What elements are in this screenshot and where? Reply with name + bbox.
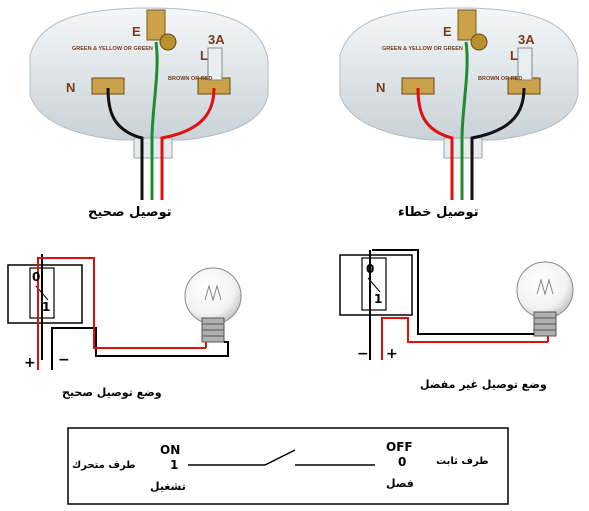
plug-right-fuse-rating: 3A (518, 32, 535, 47)
switch-schematic-frame (67, 427, 509, 505)
plug-left-neutral-label: N (66, 80, 75, 95)
switch-off-word: فصل (386, 477, 414, 490)
fuse-right (517, 47, 533, 81)
switch-right-off-mark: 0 (366, 262, 375, 276)
plug-left-brown-text: BROWN OR RED (168, 76, 212, 82)
switch-on-word: تشغيل (150, 480, 186, 493)
fixed-terminal-label: طرف ثابت (436, 456, 489, 467)
terminal-left-plus: + (24, 355, 36, 371)
switch-on-value: 1 (170, 458, 179, 472)
circuit-left (7, 254, 242, 370)
plug-right-green-text: GREEN & YELLOW OR GREEN (382, 46, 463, 52)
switch-left-on-mark: 1 (42, 300, 51, 314)
plug-left-earth-label: E (132, 24, 141, 39)
bulb-left (184, 267, 242, 325)
plug-right-live-label: L (510, 48, 518, 63)
earth-pin-left (146, 9, 166, 41)
plug-left (29, 7, 269, 200)
plug-left-fuse-rating: 3A (208, 32, 225, 47)
plug-left-green-text: GREEN & YELLOW OR GREEN (72, 46, 153, 52)
plug-right-earth-label: E (443, 24, 452, 39)
plug-left-live-label: L (200, 48, 208, 63)
earth-pin-right (457, 9, 477, 41)
circuit-right (339, 249, 574, 360)
fuse-left (207, 47, 223, 81)
circuit-left-caption: وضع توصيل صحيح (62, 386, 162, 399)
plug-left-caption: توصيل صحيح (88, 205, 172, 220)
switch-off-value: 0 (398, 455, 407, 469)
plug-right-caption: توصيل خطاء (398, 205, 479, 220)
switch-off-label: OFF (386, 440, 413, 454)
switch-right-on-mark: 1 (374, 292, 383, 306)
moving-terminal-label: طرف متحرك (72, 460, 136, 471)
switch-on-label: ON (160, 443, 181, 457)
circuit-right-caption: وضع توصيل غير مفضل (420, 378, 547, 391)
plug-right (339, 7, 579, 200)
switch-schematic (67, 427, 509, 505)
bulb-right (516, 261, 574, 319)
plug-right-neutral-label: N (376, 80, 385, 95)
plug-right-brown-text: BROWN OR RED (478, 76, 522, 82)
terminal-right-plus: + (386, 346, 398, 362)
terminal-right-minus: − (357, 346, 369, 362)
terminal-left-minus: − (58, 352, 70, 368)
switch-left-off-mark: 0 (32, 270, 41, 284)
